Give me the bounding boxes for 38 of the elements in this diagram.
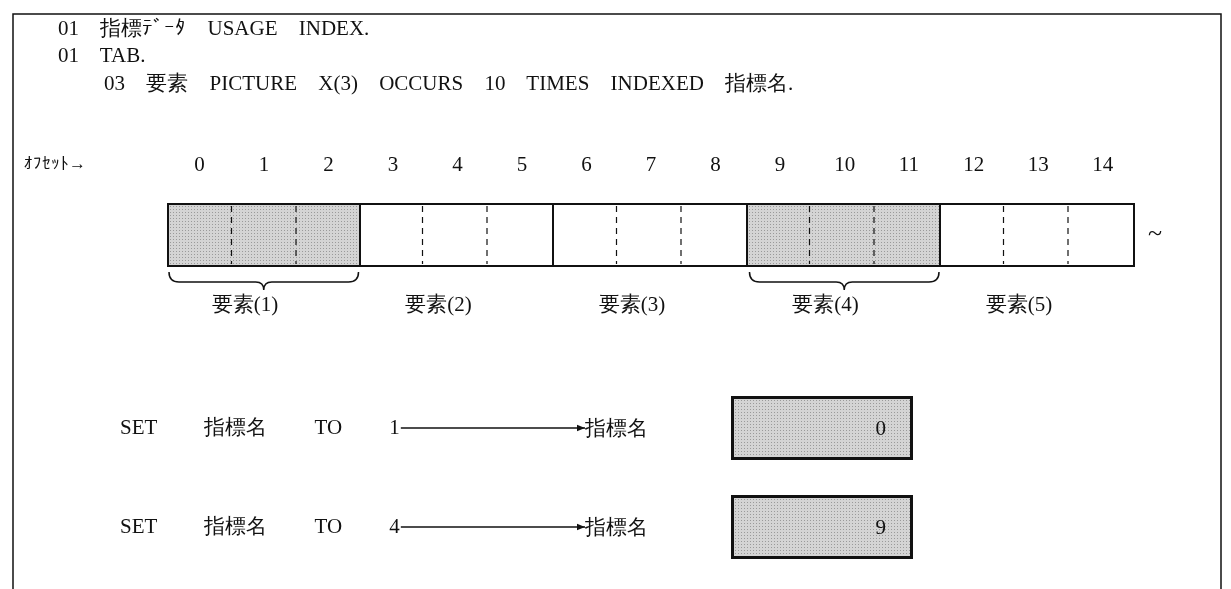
offset-number: 13 (1027, 152, 1049, 176)
offset-number: 9 (774, 152, 786, 176)
element-label: 要素(5) (985, 292, 1053, 316)
offset-number: 2 (323, 152, 334, 176)
offset-label: ｵﾌｾｯﾄ→ (24, 153, 86, 175)
memory-segment (747, 203, 941, 267)
set-statement: SET 指標名 TO 1 (120, 415, 400, 441)
memory-segment (554, 203, 748, 267)
index-value-box: 9 (731, 495, 913, 559)
offset-number: 6 (581, 152, 592, 176)
memory-segment (941, 203, 1135, 267)
offset-number: 5 (516, 152, 528, 176)
variable-name: 指標名 (585, 515, 648, 539)
set-statement: SET 指標名 TO 4 (120, 514, 400, 540)
arrow (400, 523, 586, 531)
code-line: 01 TAB. (58, 43, 146, 67)
offset-number: 3 (387, 152, 399, 176)
offset-number: 0 (194, 152, 205, 176)
variable-name: 指標名 (585, 416, 648, 440)
memory-segment (167, 203, 361, 267)
offset-number: 4 (452, 152, 463, 176)
element-label: 要素(3) (598, 292, 666, 316)
offset-number: 8 (710, 152, 721, 176)
element-label: 要素(1) (211, 292, 279, 316)
offset-number: 10 (834, 152, 856, 176)
element-label: 要素(4) (792, 292, 859, 316)
code-line: 03 要素 PICTURE X(3) OCCURS 10 TIMES INDEXED 指標名. (104, 71, 794, 95)
offset-number: 14 (1092, 152, 1114, 176)
code-line: 01 指標ﾃﾞｰﾀ USAGE INDEX. (58, 16, 370, 40)
offset-number: 12 (963, 152, 985, 176)
offset-number: 1 (258, 152, 270, 176)
element-label: 要素(2) (405, 292, 472, 316)
arrow (400, 424, 586, 432)
offset-number: 11 (898, 152, 919, 176)
continuation-mark: ~ (1148, 221, 1163, 245)
index-value-box: 0 (731, 396, 913, 460)
offset-number: 7 (645, 152, 657, 176)
memory-segment (360, 203, 554, 267)
